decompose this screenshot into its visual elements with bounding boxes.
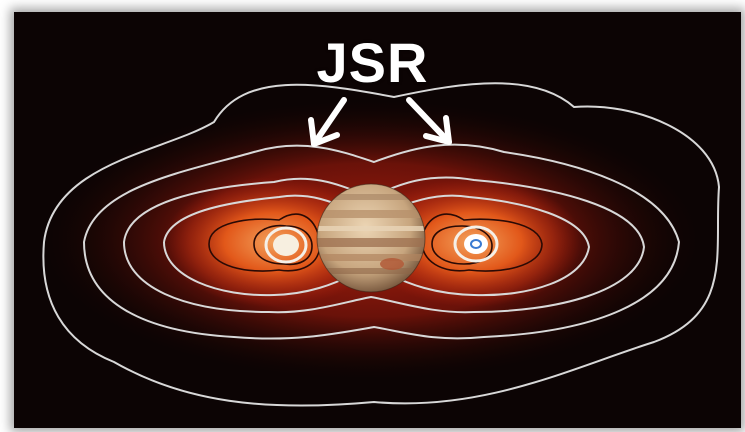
jsr-label: JSR	[0, 30, 745, 95]
